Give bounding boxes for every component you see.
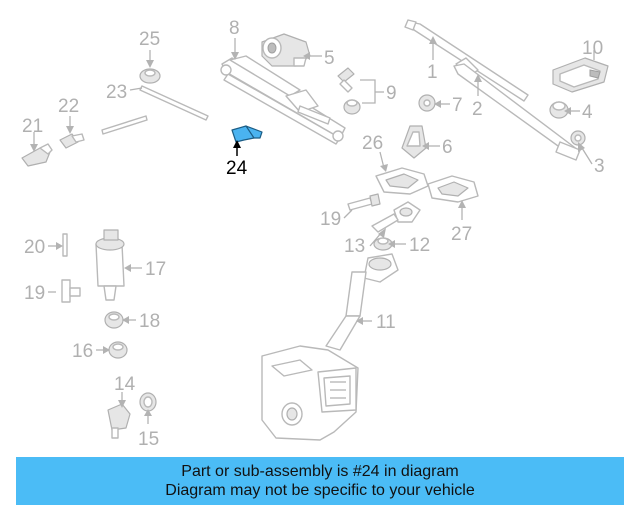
banner-line-1: Part or sub-assembly is #24 in diagram	[181, 463, 459, 480]
banner-line-2: Diagram may not be specific to your vehi…	[165, 482, 475, 499]
callout-19-lower: 19	[24, 283, 45, 304]
grommet-15	[139, 392, 157, 412]
grommet-16	[108, 341, 128, 359]
nozzle-21	[21, 143, 53, 167]
grommet-18	[104, 311, 124, 329]
info-banner: Part or sub-assembly is #24 in diagram D…	[16, 457, 624, 505]
parts-diagram: 1 2 3 4 10 8	[21, 18, 609, 450]
grommet-25	[139, 68, 161, 84]
callout-18: 18	[139, 311, 160, 332]
bolt-9	[337, 67, 355, 93]
callout-20: 20	[24, 237, 45, 258]
callout-21: 21	[22, 116, 43, 137]
callout-16: 16	[72, 341, 93, 362]
cap-4	[549, 101, 569, 119]
callout-12: 12	[409, 235, 430, 256]
callout-3: 3	[594, 156, 605, 177]
wiper-arm-2	[453, 63, 581, 161]
callout-14: 14	[114, 374, 136, 395]
wiper-linkage-8	[220, 55, 346, 145]
callout-17: 17	[145, 259, 166, 280]
leader-19-upper	[343, 209, 353, 219]
callout-26: 26	[362, 133, 383, 154]
callout-1: 1	[427, 62, 438, 83]
callout-25: 25	[139, 29, 160, 50]
cap-13	[371, 201, 421, 233]
callout-10: 10	[582, 38, 603, 59]
level-sensor-14	[107, 403, 131, 439]
nozzle-cover-26	[375, 167, 429, 195]
wiper-motor-5	[261, 33, 311, 67]
leader-9	[360, 79, 376, 104]
tube-19-upper	[347, 193, 381, 211]
callout-19-upper: 19	[320, 209, 341, 230]
nut-3	[570, 130, 586, 146]
callout-15: 15	[138, 429, 159, 450]
washer-pump-17	[95, 229, 125, 301]
callout-24: 24	[226, 158, 248, 179]
connector-22	[59, 133, 85, 149]
callout-22: 22	[58, 96, 79, 117]
bracket-6	[401, 125, 427, 159]
grommet-9	[343, 99, 361, 115]
nozzle-cover-27	[427, 175, 479, 203]
tconnector-19-lower	[61, 279, 81, 303]
filler-neck-11	[325, 253, 399, 351]
callout-5: 5	[324, 48, 335, 69]
callout-8: 8	[229, 18, 240, 39]
callout-6: 6	[442, 137, 453, 158]
leader-3	[581, 147, 593, 165]
rod-20	[62, 233, 68, 257]
cowl-piece-10	[552, 57, 609, 93]
callout-23: 23	[106, 82, 127, 103]
callout-11: 11	[376, 312, 396, 333]
callout-27: 27	[451, 224, 472, 245]
washer-reservoir	[261, 345, 359, 441]
callout-13: 13	[344, 236, 365, 257]
callout-2: 2	[472, 99, 483, 120]
callout-4: 4	[582, 102, 593, 123]
connector-24-highlighted	[231, 125, 263, 143]
callout-9: 9	[386, 83, 397, 104]
bushing-7	[418, 94, 436, 112]
callout-7: 7	[452, 95, 463, 116]
leader-23	[129, 87, 143, 91]
wiper-arm-1	[404, 19, 529, 102]
